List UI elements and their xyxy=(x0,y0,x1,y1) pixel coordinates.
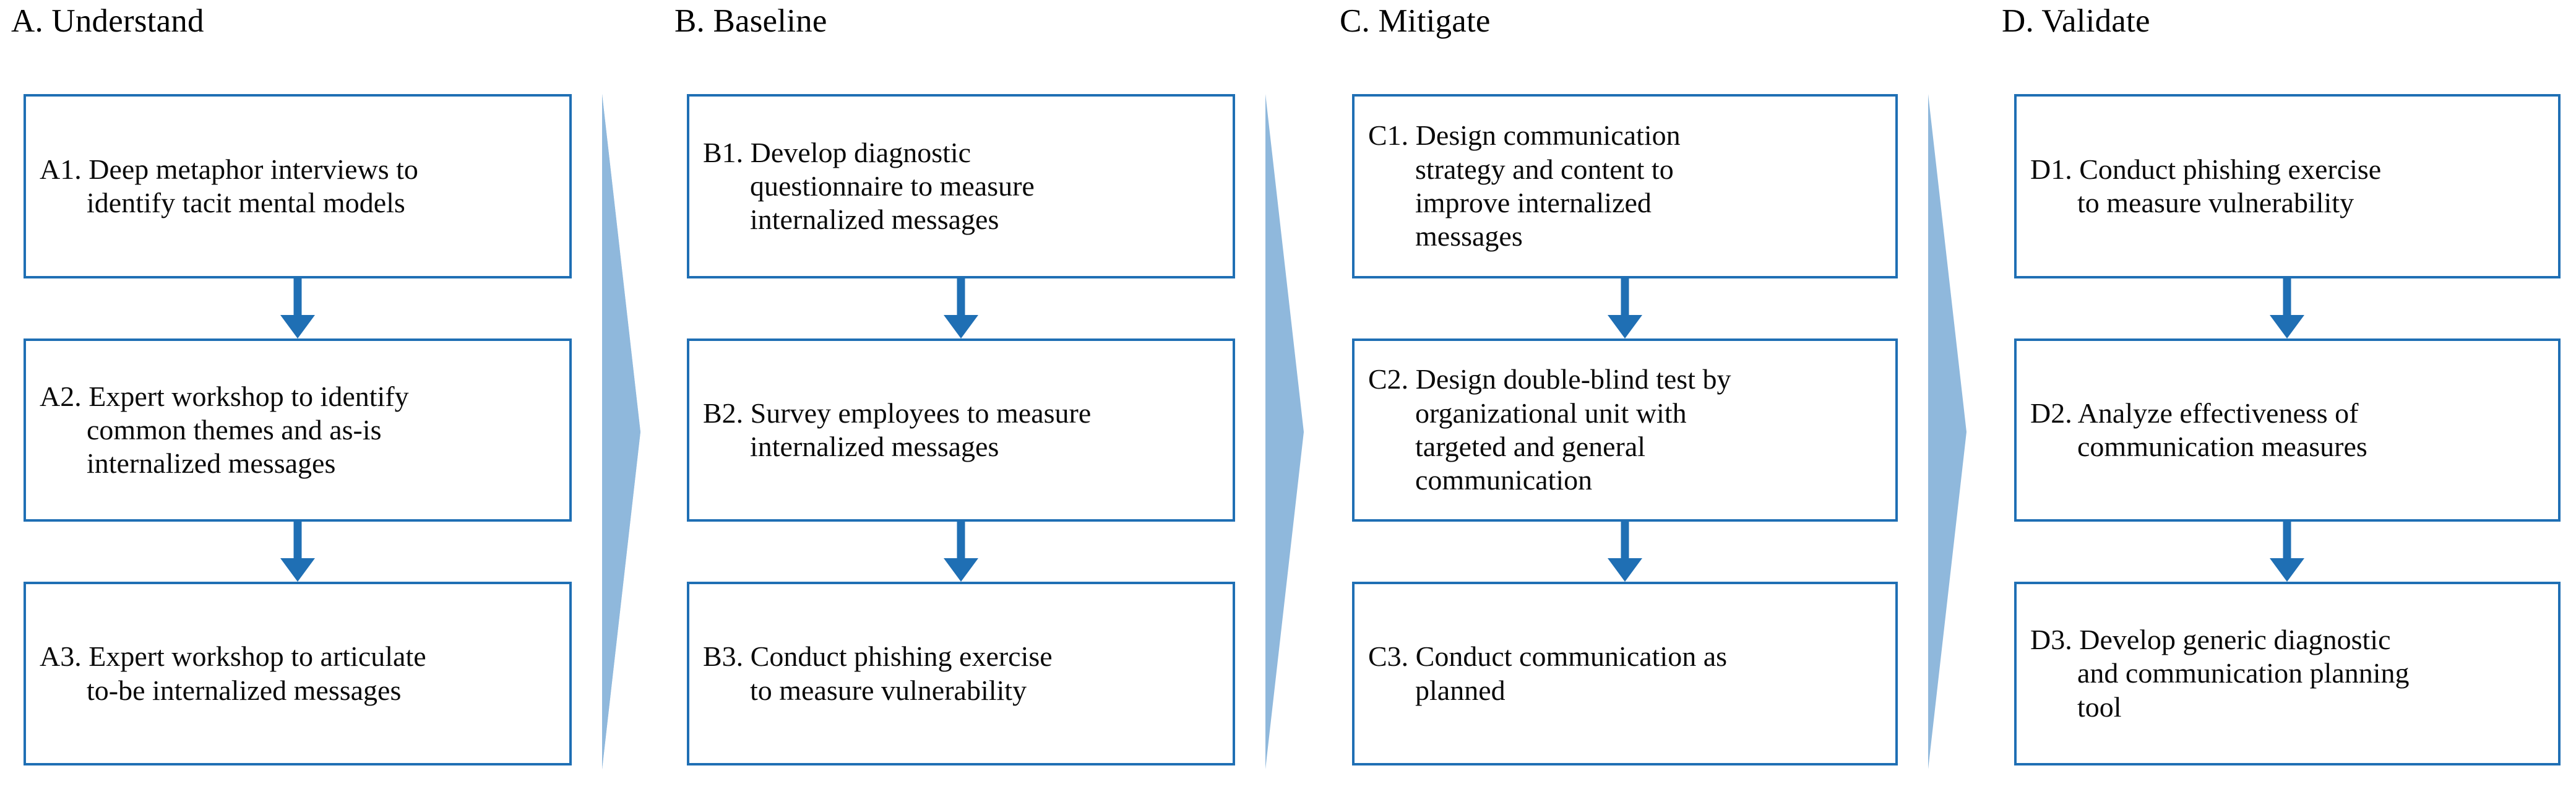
step-box-b2[interactable]: B2. Survey employees to measure internal… xyxy=(687,338,1235,522)
step-box-c3[interactable]: C3. Conduct communication as planned xyxy=(1352,582,1898,765)
step-box-b1[interactable]: B1. Develop diagnostic questionnaire to … xyxy=(687,94,1235,278)
step-box-b3[interactable]: B3. Conduct phishing exercise to measure… xyxy=(687,582,1235,765)
step-text-c3: C3. Conduct communication as planned xyxy=(1368,640,1728,706)
step-text-d3: D3. Develop generic diagnostic and commu… xyxy=(2030,624,2410,723)
step-box-d3[interactable]: D3. Develop generic diagnostic and commu… xyxy=(2014,582,2561,765)
step-text-b1: B1. Develop diagnostic questionnaire to … xyxy=(703,136,1035,236)
phase-heading-d: D. Validate xyxy=(2002,3,2150,39)
step-box-c2[interactable]: C2. Design double-blind test by organiza… xyxy=(1352,338,1898,522)
step-box-d1[interactable]: D1. Conduct phishing exercise to measure… xyxy=(2014,94,2561,278)
phase-heading-c: C. Mitigate xyxy=(1340,3,1491,39)
step-text-c2: C2. Design double-blind test by organiza… xyxy=(1368,363,1731,496)
step-text-a2: A2. Expert workshop to identify common t… xyxy=(40,380,409,480)
step-box-a3[interactable]: A3. Expert workshop to articulate to-be … xyxy=(24,582,572,765)
phase-heading-a: A. Understand xyxy=(11,3,204,39)
step-text-d1: D1. Conduct phishing exercise to measure… xyxy=(2030,153,2382,218)
step-box-d2[interactable]: D2. Analyze effectiveness of communicati… xyxy=(2014,338,2561,522)
phase-chevron-c-to-d xyxy=(1922,93,1971,770)
step-text-a1: A1. Deep metaphor interviews to identify… xyxy=(40,153,418,218)
step-text-c1: C1. Design communication strategy and co… xyxy=(1368,119,1681,252)
step-box-a1[interactable]: A1. Deep metaphor interviews to identify… xyxy=(24,94,572,278)
step-text-d2: D2. Analyze effectiveness of communicati… xyxy=(2030,397,2367,462)
phase-chevron-b-to-c xyxy=(1259,93,1309,770)
phase-heading-b: B. Baseline xyxy=(674,3,827,39)
step-box-c1[interactable]: C1. Design communication strategy and co… xyxy=(1352,94,1898,278)
phase-chevron-a-to-b xyxy=(596,93,645,770)
step-text-a3: A3. Expert workshop to articulate to-be … xyxy=(40,640,426,706)
step-box-a2[interactable]: A2. Expert workshop to identify common t… xyxy=(24,338,572,522)
step-text-b3: B3. Conduct phishing exercise to measure… xyxy=(703,640,1053,706)
step-text-b2: B2. Survey employees to measure internal… xyxy=(703,397,1092,462)
